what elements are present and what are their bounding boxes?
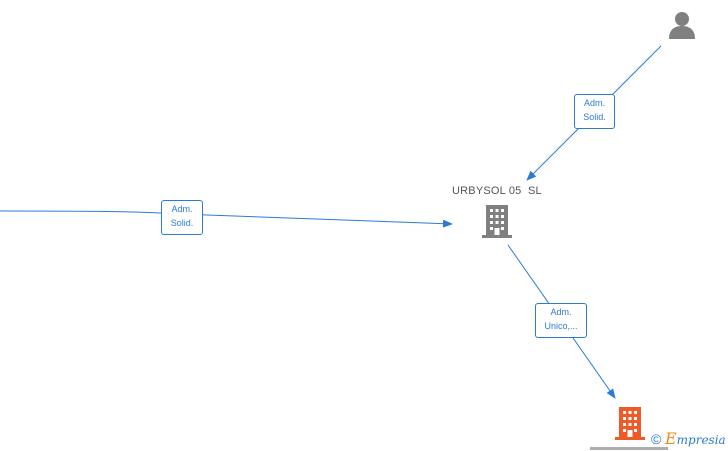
node-title-bottom-clipped: [590, 445, 668, 451]
edge-label-top-line1: Adm.: [583, 98, 605, 108]
brand-initial: E: [664, 429, 677, 448]
brand-name: mpresia: [676, 433, 726, 447]
edge-label-left-line2: Solid.: [170, 218, 194, 228]
edge-label-bottom[interactable]: Adm. Unico,...: [535, 303, 587, 338]
edge-left-to-center: [0, 210, 453, 228]
company-building-icon[interactable]: [615, 407, 645, 440]
edge-label-bottom-line1: Adm.: [550, 307, 572, 317]
building-icon[interactable]: [482, 205, 512, 238]
empresia-watermark: © Empresia: [651, 429, 726, 448]
copyright-symbol: ©: [651, 431, 662, 447]
edge-label-top[interactable]: Adm. Solid.: [574, 94, 615, 129]
edge-label-bottom-line2: Unico,...: [544, 321, 578, 331]
node-title-center[interactable]: URBYSOL 05 SL: [452, 185, 542, 197]
edge-label-left-line1: Adm.: [171, 204, 193, 214]
person-icon[interactable]: [669, 12, 695, 39]
edge-label-top-line2: Solid.: [583, 112, 606, 122]
edge-label-left[interactable]: Adm. Solid.: [161, 200, 203, 235]
